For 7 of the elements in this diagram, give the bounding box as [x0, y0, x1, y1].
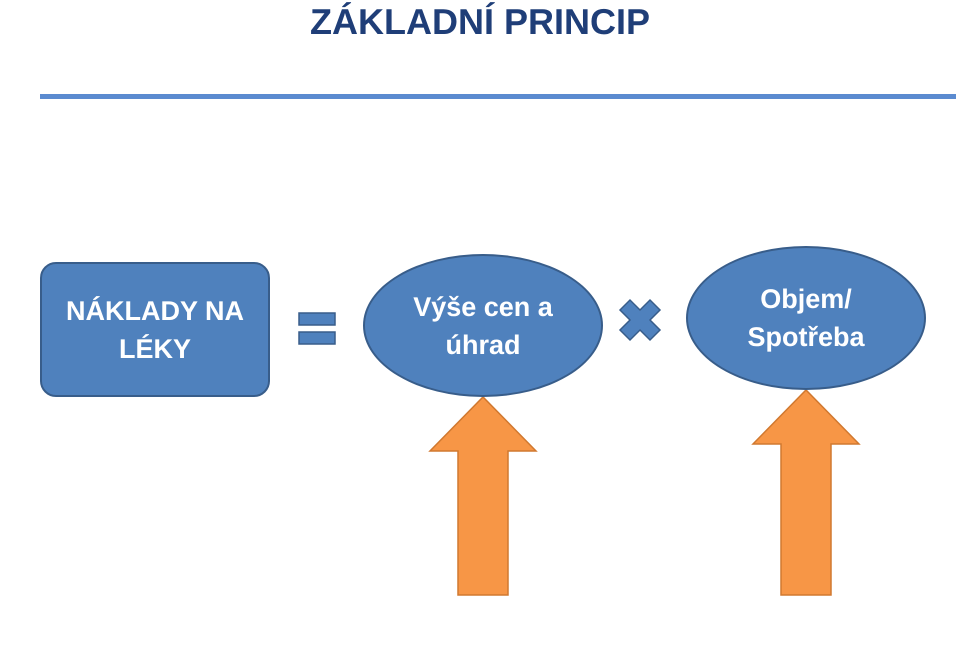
node-label: NÁKLADY NA LÉKY — [64, 294, 245, 366]
rounded-box — [40, 262, 270, 397]
block-arrow — [428, 396, 538, 596]
title: ZÁKLADNÍ PRINCIP — [309, 0, 651, 44]
block-arrow — [751, 388, 861, 596]
node-label: Výše cen a úhrad — [412, 290, 554, 362]
node-label: Objem/ Spotřeba — [746, 283, 866, 354]
